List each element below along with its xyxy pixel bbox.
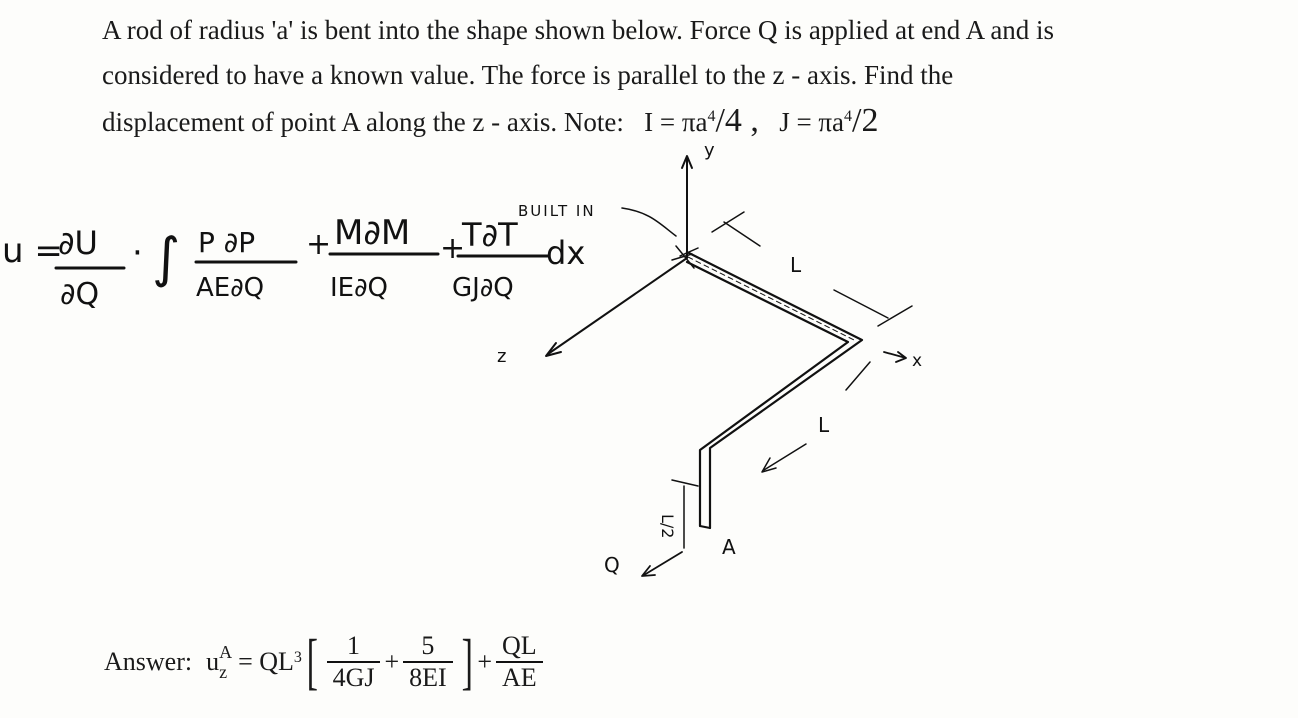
dimensions: L L L/2 — [658, 211, 913, 549]
force-Q-label: Q — [604, 553, 620, 577]
answer-exp: 3 — [293, 649, 302, 666]
dim-l2-tick-top — [671, 479, 699, 487]
answer-eq: = QL — [238, 647, 294, 676]
formula-dx: dx — [546, 234, 585, 272]
label-built-in: BUILT IN — [518, 202, 596, 220]
note-I: I = πa4/4 , — [644, 102, 759, 139]
answer: Answer: u A z = QL 3 [ 1 4GJ + 5 8EI ] +… — [104, 622, 547, 702]
answer-plus-a: + — [384, 647, 400, 676]
formula-P-dP: P ∂P — [198, 226, 255, 259]
formula-integral: ∫ — [152, 226, 180, 289]
answer-label: Answer: — [104, 647, 193, 676]
answer-plus-b: + — [477, 647, 493, 676]
problem-statement: A rod of radius 'a' is bent into the sha… — [102, 8, 1292, 145]
built-in-leader — [621, 207, 677, 237]
z-axis-label: z — [497, 346, 506, 367]
dim-top-arrow-1 — [723, 221, 761, 247]
built-in-support — [671, 245, 699, 269]
formula-M-dM: M∂M — [334, 213, 410, 253]
problem-line-2: considered to have a known value. The fo… — [102, 60, 954, 90]
answer-frac-3: QL AE — [496, 631, 543, 693]
formula-plus-1: + — [306, 227, 331, 262]
dim-mid-arrow-1 — [845, 361, 871, 391]
problem-line-3-text: displacement of point A along the z - ax… — [102, 107, 624, 137]
rod-end — [699, 525, 711, 529]
problem-line-1: A rod of radius 'a' is bent into the sha… — [102, 15, 1055, 45]
point-A-label: A — [722, 535, 736, 559]
answer-u: u — [206, 647, 220, 676]
formula-T-dT: T∂T — [461, 216, 518, 254]
dim-L-mid-label: L — [818, 413, 830, 437]
y-axis-arrow — [681, 155, 693, 169]
dim-top-tick-2 — [877, 305, 913, 327]
answer-frac-2: 5 8EI — [403, 631, 453, 693]
formula-dQ: ∂Q — [60, 277, 99, 312]
formula-plus-2: + — [440, 231, 465, 266]
z-axis-arrow — [545, 342, 562, 357]
handwritten-formula: u = ∂U ∂Q · ∫ P ∂P AE∂Q + M∂M IE∂Q + T∂T… — [2, 202, 677, 312]
formula-AE-dQ: AE∂Q — [196, 273, 264, 303]
dim-L-top-label: L — [790, 253, 802, 277]
dim-mid-arrowhead — [761, 457, 777, 473]
rod-edge-outer — [685, 250, 864, 530]
x-axis-arrow — [883, 351, 907, 363]
y-axis-label: y — [704, 140, 715, 161]
formula-u: u = — [2, 231, 63, 271]
z-axis-line — [547, 257, 688, 355]
axes: y z x — [497, 140, 922, 371]
force-Q-arrowhead — [641, 565, 656, 577]
bent-rod — [671, 245, 864, 530]
answer-u-indices: A z — [219, 642, 233, 682]
formula-IE-dQ: IE∂Q — [330, 273, 388, 303]
dim-mid-arrow-2 — [763, 443, 807, 471]
dim-top-arrow-2 — [833, 289, 889, 319]
rod-edge-inner — [685, 260, 850, 528]
answer-frac-1: 1 4GJ — [326, 631, 381, 693]
force-Q-arrow — [643, 551, 683, 576]
rod-centerline — [687, 256, 857, 342]
dim-top-tick-1 — [711, 211, 745, 233]
note-J: J = πa4/2 — [779, 102, 879, 139]
dim-L2-label: L/2 — [658, 514, 677, 538]
formula-dot: · — [132, 233, 143, 273]
formula-dU: ∂U — [58, 224, 98, 262]
problem-line-3: displacement of point A along the z - ax… — [102, 98, 1292, 145]
x-axis-label: x — [912, 351, 922, 371]
formula-GJ-dQ: GJ∂Q — [452, 273, 514, 303]
